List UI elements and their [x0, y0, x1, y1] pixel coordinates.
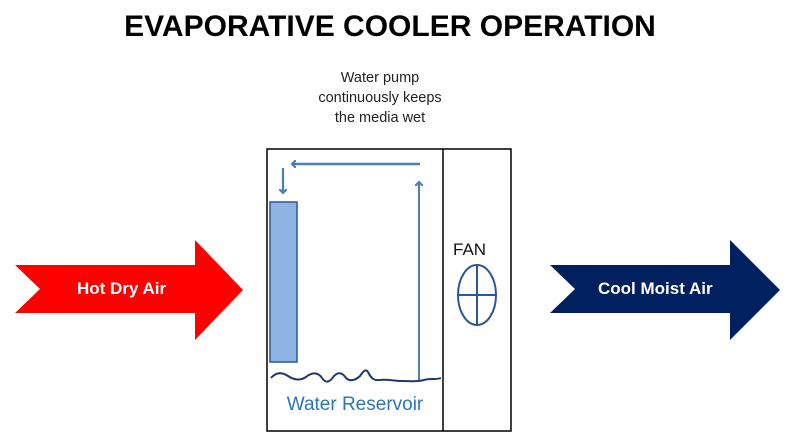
water-reservoir-label: Water Reservoir: [286, 394, 424, 415]
annotation-line-1: Water pump: [340, 70, 420, 86]
cool-air-label: Cool Moist Air: [598, 279, 713, 298]
cooler-housing: [266, 148, 512, 432]
annotation-line-3: the media wet: [334, 110, 426, 126]
hot-air-arrow: [15, 240, 243, 340]
fan-label: FAN: [453, 240, 487, 259]
cool-air-arrow: [550, 240, 780, 340]
annotation-line-2: continuously keeps: [318, 90, 442, 106]
cooling-media-pad: [269, 201, 298, 363]
hot-air-label: Hot Dry Air: [77, 279, 167, 298]
water-surface-line: [270, 369, 442, 383]
pump-annotation: Water pump continuously keeps the media …: [265, 68, 495, 128]
diagram-title: EVAPORATIVE COOLER OPERATION: [124, 10, 656, 43]
